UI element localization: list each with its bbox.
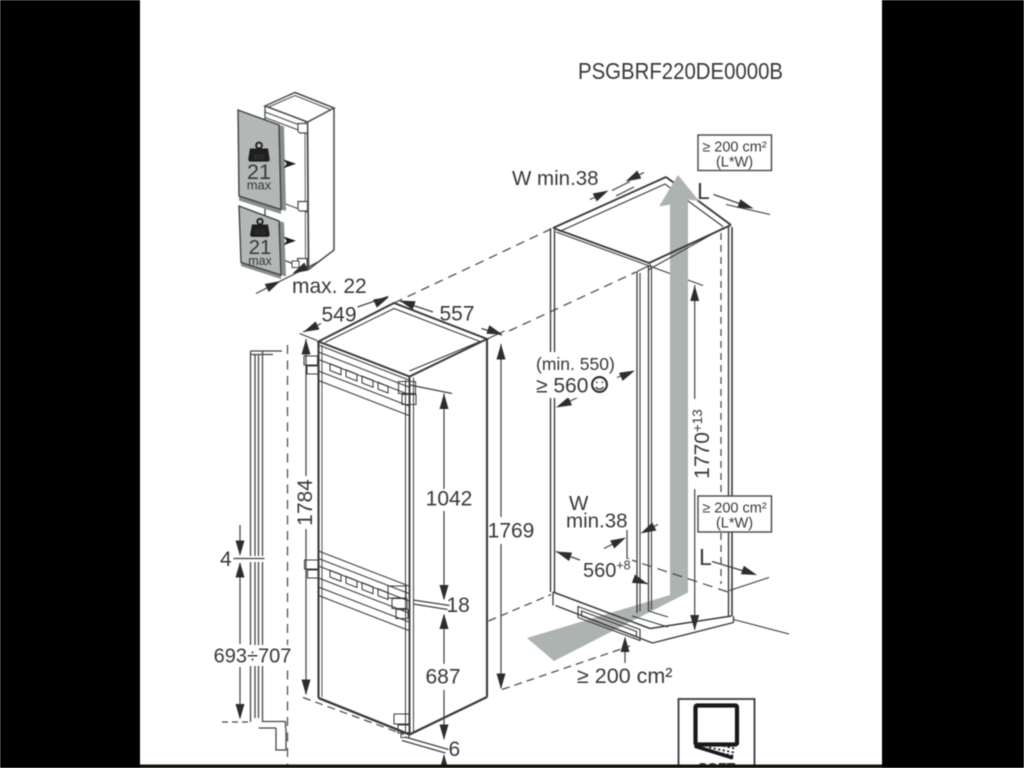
- soft-close-icon: SOFT: [677, 698, 756, 768]
- label-min-550: (min. 550): [536, 354, 615, 374]
- construction-lines: [222, 228, 637, 768]
- gray-door-panels: [237, 108, 286, 279]
- label-1770: 1770+13: [690, 409, 714, 479]
- dimension-max22: max. 22: [255, 260, 367, 298]
- niche-structure: [549, 203, 790, 644]
- dim-560-8: 560+8: [583, 559, 631, 583]
- max-weight-unit: max: [248, 254, 272, 268]
- weight-badge-upper: KG 21 max: [247, 141, 272, 193]
- vent-area-value: ≥ 200 cm²: [702, 140, 767, 156]
- bottom-frame-line: [140, 764, 882, 768]
- dim-6: 6: [449, 738, 461, 761]
- label-1770-tolerance: +13: [690, 409, 705, 432]
- vent-area-box-top: ≥ 200 cm² (L*W): [697, 134, 773, 172]
- label-l-bottom: L: [699, 544, 712, 570]
- door-top-view-icon: [693, 703, 740, 747]
- letterbox-right: [882, 0, 1024, 768]
- max-weight-value: 21: [249, 236, 272, 259]
- dim-18: 18: [447, 594, 470, 617]
- dim-549: 549: [321, 304, 356, 327]
- label-vent-area-bottom: ≥ 200 cm²: [577, 664, 672, 688]
- smiley-icon: [591, 376, 608, 393]
- dim-693-707-bg: [212, 645, 294, 666]
- kg-weight-icon: [255, 141, 263, 150]
- vent-area-value: ≥ 200 cm²: [702, 501, 767, 517]
- label-l-top: L: [697, 178, 710, 204]
- dim-560-value: 560: [583, 560, 616, 582]
- vent-area-sub: (L*W): [716, 155, 753, 171]
- soft-close-hatch: [708, 743, 736, 757]
- weight-badge-lower: KG 21 max: [248, 217, 273, 268]
- label-w-min38-top: W min.38: [512, 167, 599, 190]
- kg-label: KG: [254, 155, 265, 162]
- max-weight-unit: max: [247, 178, 272, 193]
- label-min38-mid: min.38: [566, 510, 628, 533]
- label-w-mid: W: [569, 492, 589, 515]
- dim-4: 4: [220, 548, 232, 571]
- letterbox-left: [0, 0, 140, 768]
- dim-1784: 1784: [294, 479, 317, 526]
- arrow-icon: [283, 159, 296, 169]
- dim-557: 557: [439, 303, 474, 326]
- max-weight-value: 21: [247, 160, 271, 184]
- dim-560-tolerance: +8: [616, 559, 630, 573]
- dim-label-max22: max. 22: [292, 275, 367, 298]
- dim-1042: 1042: [426, 488, 473, 511]
- panel-direction-arrows: [283, 159, 296, 246]
- soft-label: SOFT: [698, 760, 736, 768]
- label-min-560: ≥ 560: [536, 375, 588, 398]
- lower-door-panel: [238, 204, 282, 276]
- dim-560-bg: [581, 559, 632, 580]
- airflow-arrow: [527, 175, 699, 661]
- model-code: PSGBRF220DE0000B: [578, 58, 783, 84]
- vent-area-box-mid: ≥ 200 cm² (L*W): [697, 495, 773, 533]
- appliance-drawing: [303, 301, 490, 739]
- arrow-icon: [283, 236, 296, 246]
- kg-weight-icon: [256, 217, 264, 226]
- dim-1769: 1769: [488, 520, 535, 543]
- kg-label: KG: [255, 230, 266, 237]
- dim-687: 687: [425, 666, 460, 689]
- vent-area-sub: (L*W): [716, 516, 753, 532]
- furniture-door-rail: [249, 350, 287, 751]
- label-1770-value: 1770: [691, 432, 714, 479]
- dim-693-707: 693÷707: [214, 646, 292, 668]
